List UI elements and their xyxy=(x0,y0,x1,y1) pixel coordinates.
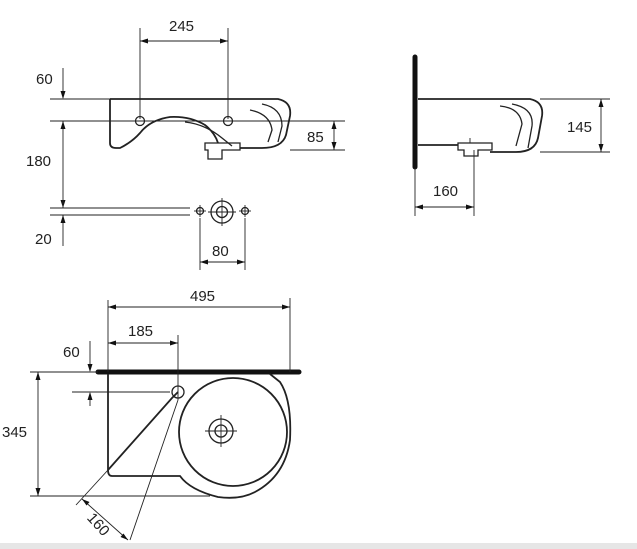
side-drain-detail xyxy=(457,142,493,157)
dim-145: 145 xyxy=(567,119,592,136)
plan-bowl xyxy=(178,377,288,487)
front-bowl-inner xyxy=(184,103,283,147)
front-basin-outline xyxy=(109,98,292,149)
plan-basin-outline xyxy=(107,373,292,499)
dim-180: 180 xyxy=(26,153,51,170)
dim-495: 495 xyxy=(190,288,215,305)
front-view: 245 60 180 85 xyxy=(26,18,345,270)
dim-85: 85 xyxy=(307,129,324,146)
plan-front-edge xyxy=(107,391,179,471)
dim-160-diagonal: 160 xyxy=(83,510,112,540)
dim-345: 345 xyxy=(2,424,27,441)
dim-60-plan: 60 xyxy=(63,344,80,361)
front-drain-detail xyxy=(204,142,241,160)
dim-245: 245 xyxy=(169,18,194,35)
dim-185: 185 xyxy=(128,323,153,340)
side-basin-outline xyxy=(418,98,544,153)
dim-60-front: 60 xyxy=(36,71,53,88)
plan-view: 495 185 60 345 160 xyxy=(2,288,302,541)
side-bowl-inner xyxy=(499,103,533,149)
dim-80: 80 xyxy=(212,243,229,260)
side-view: 145 160 xyxy=(412,54,610,216)
dim-160-side: 160 xyxy=(433,183,458,200)
bottom-strip xyxy=(0,543,637,549)
dim-20: 20 xyxy=(35,231,52,248)
